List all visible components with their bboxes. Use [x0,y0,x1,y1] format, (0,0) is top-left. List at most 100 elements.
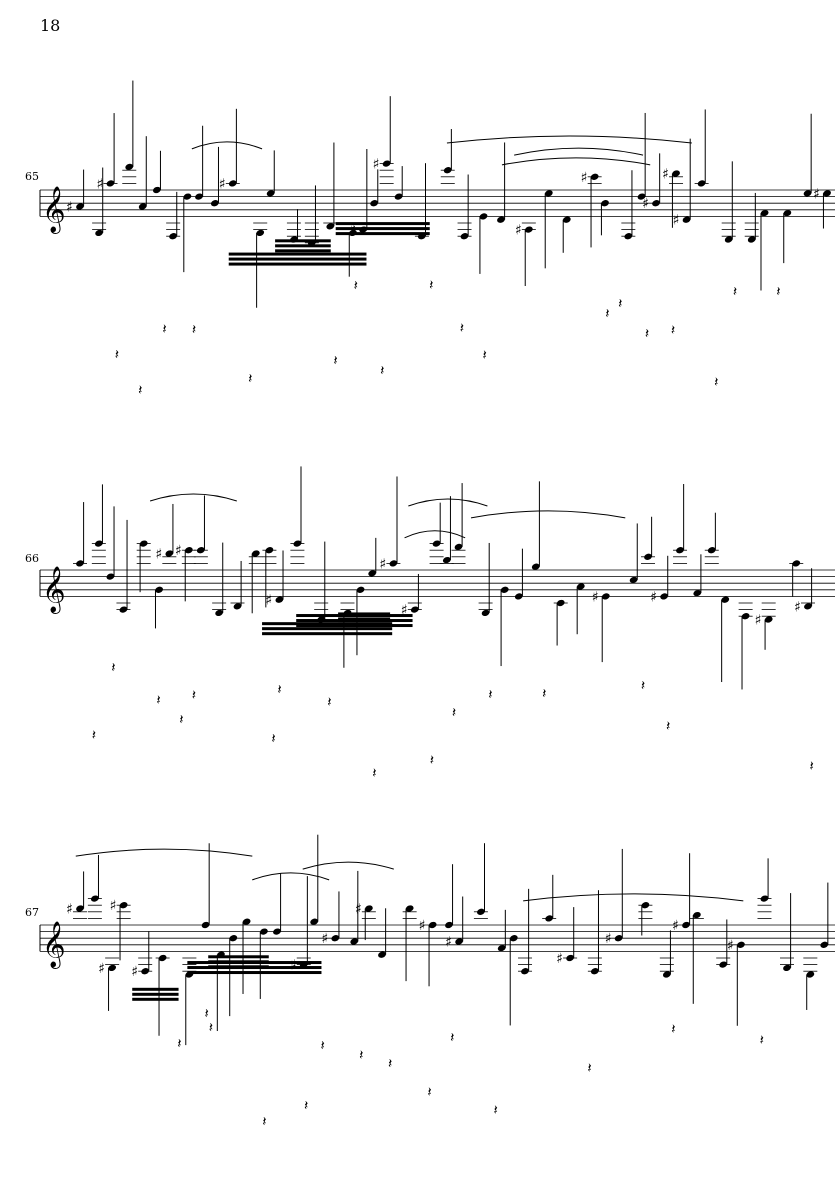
sharp-icon: ♯ [673,213,680,229]
sharp-icon: ♯ [755,613,762,629]
sharp-icon: ♯ [131,964,138,980]
note-head [445,921,453,929]
note-head [481,609,490,617]
note-head [652,200,660,207]
note-head [215,609,224,617]
sharp-icon: ♯ [265,593,272,609]
note-head [672,170,680,177]
note-head [331,935,340,942]
rest-icon: 𝄽 [452,705,456,721]
treble-clef-icon: 𝄞 [42,921,66,969]
sharp-icon: ♯ [96,176,103,192]
rest-icon: 𝄽 [645,326,649,342]
rest-icon: 𝄽 [714,374,718,390]
beam [296,619,413,623]
note-head [747,236,756,243]
note-head [210,200,219,207]
rest-icon: 𝄽 [429,277,433,293]
note-head [273,928,281,935]
slur [514,147,644,156]
slur [302,861,394,870]
note-head [242,918,251,925]
note-head [497,216,505,223]
beam [228,252,367,256]
note-head [370,200,379,207]
note-head [229,935,238,942]
note-head [601,200,609,207]
sharp-icon: ♯ [515,223,522,239]
note-head [165,550,174,557]
note-head [256,229,265,237]
rest-icon: 𝄽 [115,347,119,363]
note-head [497,944,506,952]
rest-icon: 𝄽 [483,347,487,363]
sharp-icon: ♯ [66,200,73,216]
rest-icon: 𝄽 [671,323,675,339]
sharp-icon: ♯ [419,918,426,934]
slur [446,135,692,144]
treble-clef-icon: 𝄞 [42,186,66,234]
rest-icon: 𝄽 [192,687,196,703]
note-head [76,203,84,210]
rest-icon: 𝄽 [493,1103,497,1119]
beam [275,244,331,248]
beam [208,960,269,964]
sharp-icon: ♯ [373,157,380,173]
rest-icon: 𝄽 [354,278,358,294]
rest-icon: 𝄽 [177,1036,181,1052]
note-head [509,935,518,942]
note-head [442,556,451,564]
note-head [405,905,414,912]
beam [132,992,179,996]
note-head [201,921,210,929]
rest-icon: 𝄽 [488,687,492,703]
note-head [275,596,284,603]
note-head [364,905,373,912]
music-system-67: 𝄞♯♯♯♯𝄽𝄽𝄽𝄽♯𝄽𝄽♯𝄽♯𝄽𝄽♯𝄽♯𝄽♯𝄽♯𝄽♯♯𝄽 [39,834,835,1130]
note-head [783,209,792,217]
beam [335,232,430,236]
sharp-icon: ♯ [727,938,734,954]
note-head [479,213,488,220]
slur [149,493,237,502]
note-head [454,543,463,551]
sharp-icon: ♯ [592,589,599,605]
beam [275,249,331,253]
rest-icon: 𝄽 [92,727,96,743]
rest-icon: 𝄽 [372,765,376,780]
note-head [576,583,585,590]
beam [262,632,393,636]
measure-number: 65 [25,170,39,183]
beam [335,222,430,226]
note-head [764,616,773,623]
beam [262,622,393,626]
sharp-icon: ♯ [321,931,328,947]
beam [262,627,393,631]
beam [208,965,269,969]
music-system-65: 𝄞♯𝄽♯𝄽𝄽𝄽♯𝄽𝄽𝄽♯𝄽♯𝄽𝄽𝄽♯♯𝄽𝄽𝄽♯𝄽♯♯𝄽𝄽𝄽♯ [39,80,835,399]
beam [187,971,322,975]
note-head [724,236,733,243]
rest-icon: 𝄽 [810,758,814,774]
note-head [76,905,84,912]
beam [132,987,179,991]
rest-icon: 𝄽 [733,284,737,300]
sharp-icon: ♯ [66,902,73,918]
slur [191,141,263,150]
note-head [693,589,702,597]
note-head [614,935,623,942]
note-head [350,938,359,945]
note-head [721,596,730,603]
beam [275,239,331,243]
sharp-icon: ♯ [355,902,362,918]
note-head [455,938,463,945]
note-head [601,593,610,600]
note-head [125,163,134,171]
note-head [152,186,161,194]
note-head [514,593,523,600]
sharp-icon: ♯ [794,599,801,615]
rest-icon: 𝄽 [333,353,337,369]
rest-icon: 𝄽 [111,660,115,676]
note-head [531,563,540,570]
rest-icon: 𝄽 [277,682,281,698]
